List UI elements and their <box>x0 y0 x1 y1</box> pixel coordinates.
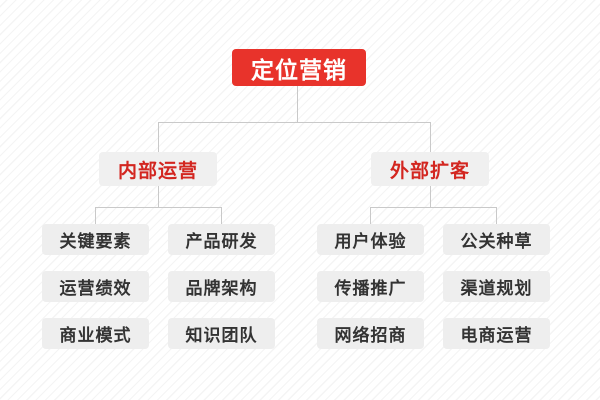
connector-branch-right-stem <box>430 186 431 207</box>
leaf-node-wangluo-zhaoshang[interactable]: 网络招商 <box>317 318 424 349</box>
leaf-node-guanjian-yaosu[interactable]: 关键要素 <box>42 224 149 255</box>
leaf-node-dianshang-yunying[interactable]: 电商运营 <box>443 318 550 349</box>
leaf-node-yonghu-tiyan[interactable]: 用户体验 <box>317 224 424 255</box>
connector-branch-right-to-col-4 <box>496 207 497 224</box>
leaf-node-qudao-guihua[interactable]: 渠道规划 <box>443 271 550 302</box>
connector-branch-left-bus <box>95 207 222 208</box>
connector-branch-left-to-col-2 <box>221 207 222 224</box>
leaf-node-chanpin-yanfa[interactable]: 产品研发 <box>168 224 275 255</box>
connector-branch-left-to-col-1 <box>95 207 96 224</box>
connector-root-stem <box>297 86 298 122</box>
leaf-node-pinpai-jiagou[interactable]: 品牌架构 <box>168 271 275 302</box>
root-node-dingwei-yingxiao[interactable]: 定位营销 <box>232 49 366 86</box>
connector-root-to-branch-left <box>158 122 159 152</box>
connector-root-bus <box>158 122 431 123</box>
connector-branch-right-to-col-3 <box>370 207 371 224</box>
leaf-node-zhishi-tuandui[interactable]: 知识团队 <box>168 318 275 349</box>
connector-root-to-branch-right <box>430 122 431 152</box>
leaf-node-shangye-moshi[interactable]: 商业模式 <box>42 318 149 349</box>
leaf-node-yunying-jixiao[interactable]: 运营绩效 <box>42 271 149 302</box>
branch-node-neibu-yunying[interactable]: 内部运营 <box>99 152 217 186</box>
branch-node-waibu-kuoke[interactable]: 外部扩客 <box>371 152 489 186</box>
leaf-node-gongguan-zhongcao[interactable]: 公关种草 <box>443 224 550 255</box>
connector-branch-right-bus <box>370 207 497 208</box>
leaf-node-chuanbo-tuiguang[interactable]: 传播推广 <box>317 271 424 302</box>
connector-branch-left-stem <box>158 186 159 207</box>
